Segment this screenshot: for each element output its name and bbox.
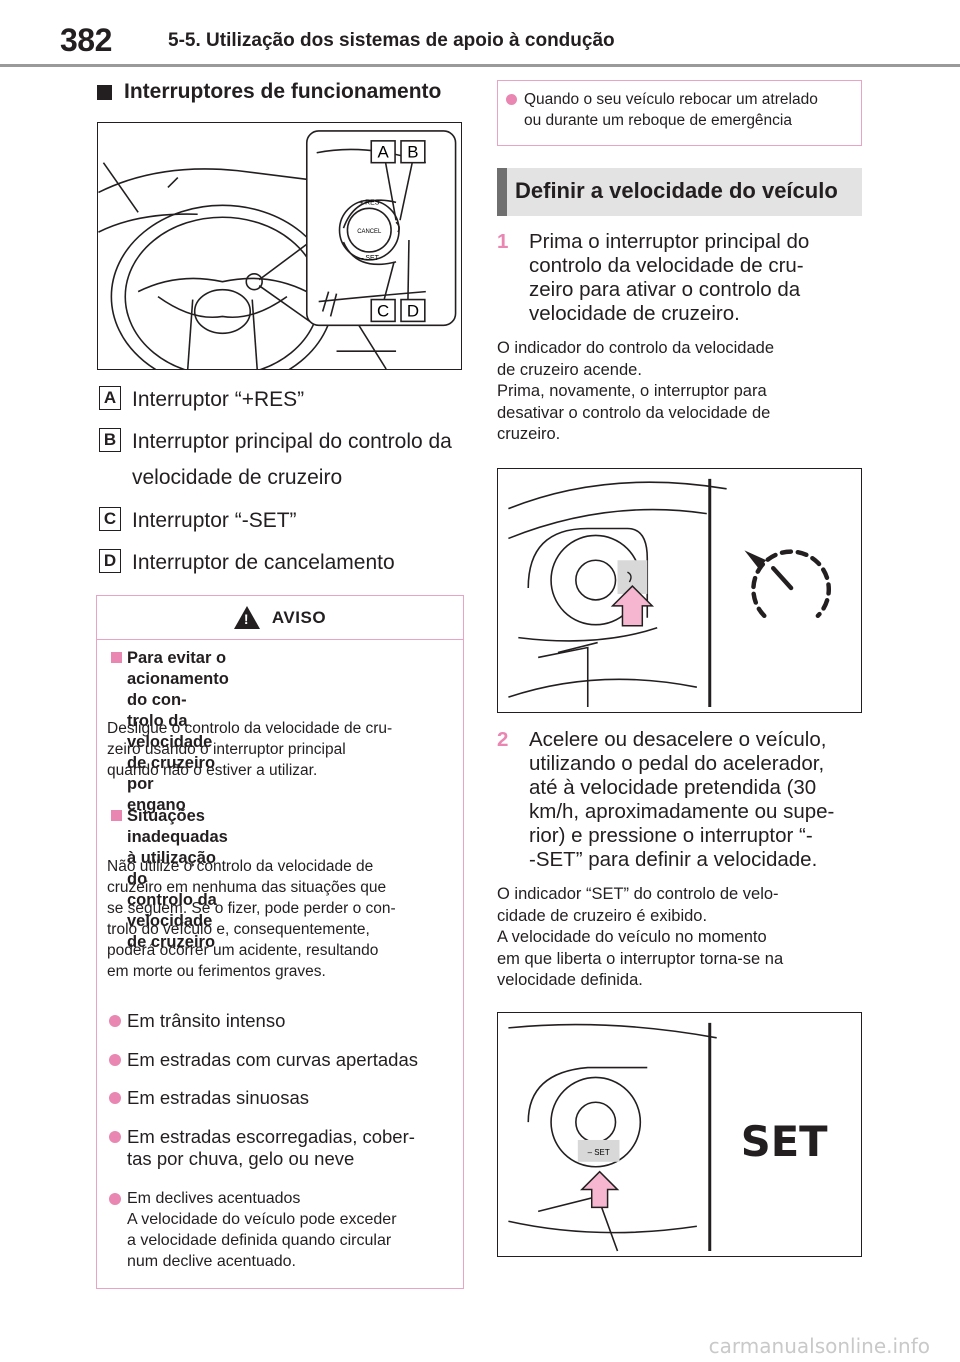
fig-label-set: – SET: [360, 255, 380, 262]
square-bullet-icon: [97, 84, 112, 100]
legend-letter: C: [99, 507, 121, 531]
step-number: 1: [497, 230, 509, 253]
set-indicator: SET: [741, 1117, 828, 1166]
section-title-bar: Definir a velocidade do veículo: [497, 168, 862, 216]
warning-bullet-text: Em estradas com curvas apertadas: [127, 1049, 418, 1070]
step-text: Prima o interruptor principal do control…: [529, 230, 810, 325]
page-number: 382: [60, 22, 112, 58]
legend-letter: B: [99, 428, 121, 452]
legend-text: Interruptor de cancelamento: [132, 551, 395, 574]
warning-bullet-text: Em trânsito intenso: [127, 1010, 286, 1031]
step-number: 2: [497, 728, 509, 751]
header-rule: [0, 64, 960, 67]
fig-label-c: C: [377, 301, 389, 320]
warning-bullet-text: Em estradas escorregadias, cober- tas po…: [127, 1126, 415, 1169]
bullet-dot-icon: [109, 1193, 121, 1205]
paragraph: O indicador “SET” do controlo de velo- c…: [497, 885, 784, 989]
warning-header: AVISO: [97, 596, 463, 640]
main-switch-illustration: [508, 478, 831, 708]
set-switch-illustration: – SET SET: [508, 1022, 828, 1252]
press-arrow-icon: [610, 584, 655, 627]
bullet-dot-icon: [506, 94, 517, 105]
legend-text: Interruptor principal do controlo da vel…: [132, 430, 452, 489]
warning-subheading-text: Situações inadequadas à utilização do co…: [127, 807, 228, 951]
bullet-dot-icon: [109, 1015, 121, 1027]
section-accent: [497, 168, 507, 216]
set-switch-label: – SET: [588, 1148, 610, 1157]
steering-wheel-figure: A B C D + RES CANCEL – SET: [97, 122, 462, 370]
warning-box: AVISO Para evitar o acionamento do con- …: [96, 595, 464, 1289]
fig-label-cancel: CANCEL: [357, 229, 382, 235]
bullet-dot-icon: [109, 1054, 121, 1066]
warning-triangle-icon: [233, 606, 260, 629]
warning-subheading-text: Para evitar o acionamento do con- trolo …: [127, 649, 229, 814]
bullet-dot-icon: [109, 1131, 121, 1143]
legend-letter: D: [99, 549, 121, 573]
legend-letter: A: [99, 386, 121, 410]
set-switch-figure: – SET SET: [497, 1012, 862, 1257]
legend-text: Interruptor “-SET”: [132, 509, 297, 532]
paragraph: O indicador do controlo da velocidade de…: [497, 339, 775, 443]
info-box: Quando o seu veículo rebocar um atrelado…: [497, 80, 862, 146]
steering-wheel-illustration: A B C D + RES CANCEL – SET: [98, 130, 457, 369]
section-header: 5-5. Utilização dos sistemas de apoio à …: [168, 30, 615, 51]
fig-label-d: D: [407, 301, 419, 320]
fig-label-b: B: [407, 143, 418, 162]
watermark: carmanualsonline.info: [708, 1334, 930, 1358]
press-arrow-icon: [580, 1170, 620, 1209]
legend-text: Interruptor “+RES”: [132, 388, 305, 411]
warning-bullet-text: Em declives acentuados A velocidade do v…: [127, 1190, 397, 1270]
subsection-title: Interruptores de funcionamento: [97, 80, 441, 104]
main-switch-figure: [497, 468, 862, 713]
info-text: Quando o seu veículo rebocar um atrelado…: [524, 91, 818, 129]
fig-label-res: + RES: [359, 199, 380, 206]
warning-bullet-text: Em estradas sinuosas: [127, 1087, 310, 1108]
warning-paragraph: Não utilize o controlo da velocidade de …: [107, 858, 396, 980]
warning-title: AVISO: [271, 607, 327, 627]
cruise-control-indicator-icon: [751, 549, 831, 619]
section-title: Definir a velocidade do veículo: [515, 178, 838, 203]
square-bullet-icon: [111, 652, 122, 663]
bullet-dot-icon: [109, 1092, 121, 1104]
fig-label-a: A: [378, 143, 390, 162]
square-bullet-icon: [111, 810, 122, 821]
step-text: Acelere ou desacelere o veículo, utiliza…: [529, 728, 835, 871]
warning-paragraph: Desligue o controlo da velocidade de cru…: [107, 720, 393, 779]
subsection-title-text: Interruptores de funcionamento: [124, 80, 442, 103]
